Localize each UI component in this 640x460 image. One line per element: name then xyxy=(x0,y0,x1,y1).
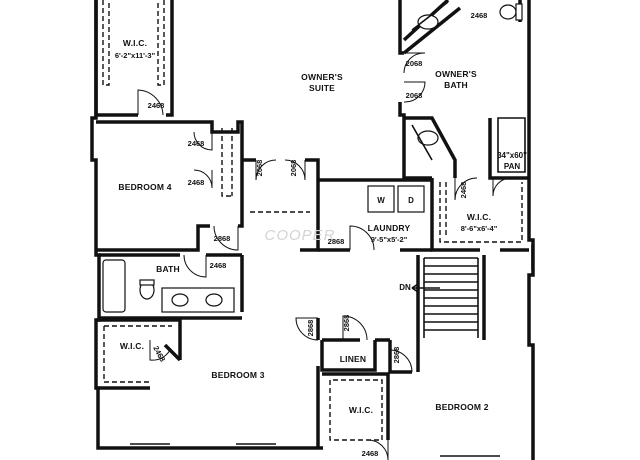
toilet-icon xyxy=(499,4,517,20)
bedroom2-label: BEDROOM 2 xyxy=(435,402,488,412)
door-tag: 2468 xyxy=(210,261,227,270)
bath-label: BATH xyxy=(156,264,180,274)
wic-bath-label: W.I.C. xyxy=(467,212,491,222)
owners-bath-label-2: BATH xyxy=(444,80,468,90)
dryer-label: D xyxy=(408,196,414,205)
toilet-tank-icon xyxy=(515,3,523,21)
stairs xyxy=(411,255,486,340)
door-tag: 2068 xyxy=(289,160,298,177)
door-tag: 2868 xyxy=(214,234,231,243)
sink-icon xyxy=(417,130,439,146)
door-tag: 2068 xyxy=(406,59,423,68)
sink-icon xyxy=(417,14,439,30)
shower-pan-label: PAN xyxy=(504,162,521,171)
watermark: COOPER xyxy=(264,227,335,244)
sink-icon xyxy=(171,293,189,307)
door-tag: 2468 xyxy=(188,139,205,148)
laundry-size: 9'-5"x5'-2" xyxy=(371,235,408,244)
door-tag: 2468 xyxy=(459,182,468,199)
linen-label: LINEN xyxy=(340,354,367,364)
hall-bath-walls xyxy=(99,253,244,320)
wic-owner-label: W.I.C. xyxy=(123,38,147,48)
bathtub-icon xyxy=(102,259,126,313)
shower-size-label: 34"x60" xyxy=(497,151,527,160)
door-tag: 2068 xyxy=(255,160,264,177)
laundry-label: LAUNDRY xyxy=(368,223,411,233)
wic-owner-walls xyxy=(94,0,174,117)
wic-owner-size: 6'-2"x11'-3" xyxy=(115,51,156,60)
bedroom2-walls xyxy=(320,315,500,460)
bedroom4-walls xyxy=(96,120,244,252)
door-tag: 2468 xyxy=(188,178,205,187)
laundry-walls xyxy=(318,178,432,252)
hall-walls xyxy=(242,158,320,252)
door-tag: 2868 xyxy=(392,347,401,364)
bedroom4-label: BEDROOM 4 xyxy=(118,182,171,192)
owners-suite-label-2: SUITE xyxy=(309,83,335,93)
bedroom3-label: BEDROOM 3 xyxy=(211,370,264,380)
dryer-icon xyxy=(397,185,425,213)
stairs-down-label: DN xyxy=(399,283,411,292)
washer-icon xyxy=(367,185,395,213)
wic-bed2-label: W.I.C. xyxy=(349,405,373,415)
owners-suite-label-1: OWNER'S xyxy=(301,72,343,82)
sink-icon xyxy=(205,293,223,307)
toilet-tank-icon xyxy=(139,279,155,286)
door-tag: 2068 xyxy=(406,91,423,100)
door-tag: 2868 xyxy=(306,320,315,337)
door-tag: 2868 xyxy=(328,237,345,246)
door-tag: 2468 xyxy=(362,449,379,458)
door-tag: 2468 xyxy=(148,101,165,110)
wic-bed3-label: W.I.C. xyxy=(120,341,144,351)
door-tag: 2468 xyxy=(471,11,488,20)
washer-label: W xyxy=(377,196,385,205)
door-tag: 2868 xyxy=(342,315,351,332)
owners-bath-label-1: OWNER'S xyxy=(435,69,477,79)
bedroom3-walls xyxy=(96,317,320,448)
wic-bath-size: 8'-6"x6'-4" xyxy=(461,224,498,233)
owners-bath-walls xyxy=(398,0,529,197)
